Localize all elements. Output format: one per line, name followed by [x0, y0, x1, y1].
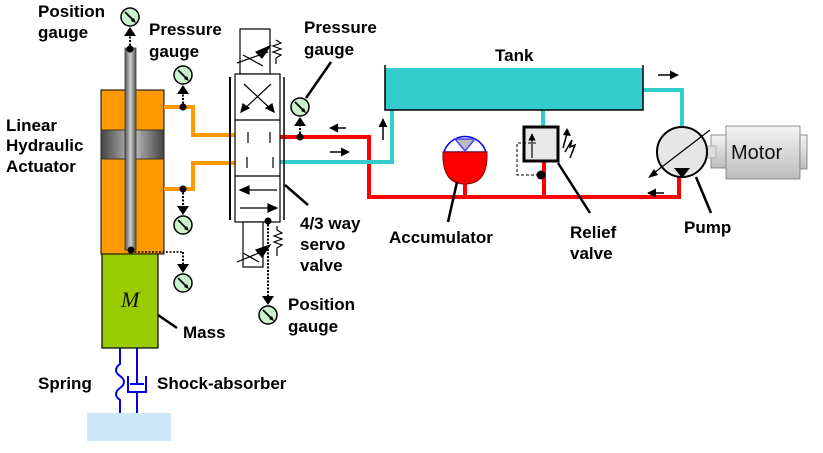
pressure-gauge-lower [173, 189, 193, 235]
position-gauge-bottom [258, 221, 278, 325]
servo-valve [229, 28, 285, 268]
servo-valve-leader [284, 184, 309, 206]
accumulator-leader [446, 181, 459, 223]
actuator-label-line2: Hydraulic [6, 136, 83, 155]
position-gauge-top-label-line2: gauge [38, 23, 88, 42]
accumulator-label: Accumulator [389, 228, 493, 247]
shock-absorber-label: Shock-absorber [157, 374, 287, 393]
relief-valve [516, 125, 577, 176]
pressure-gauge-left [173, 65, 193, 107]
return-lines [273, 88, 684, 164]
pump-leader [694, 176, 713, 214]
position-gauge-mass [131, 251, 193, 293]
pressure-lines [270, 135, 681, 199]
actuator-label-line1: Linear [6, 116, 57, 135]
motor-label: Motor [731, 142, 782, 164]
linear-hydraulic-actuator [100, 45, 165, 255]
ground-block [87, 413, 171, 441]
shock-absorber [127, 347, 147, 413]
mass-leader [157, 313, 178, 330]
spring-label: Spring [38, 374, 92, 393]
position-gauge-top-label-line1: Position [38, 2, 105, 21]
mass-label: Mass [183, 323, 226, 342]
relief-valve-leader [556, 162, 592, 214]
servo-valve-label-line1: 4/3 way [300, 214, 361, 233]
tank [384, 65, 644, 111]
pump-label: Pump [684, 218, 731, 237]
actuator-label-line3: Actuator [6, 157, 76, 176]
pressure-gauge-left-label-line1: Pressure [149, 20, 222, 39]
position-gauge-top [120, 7, 140, 49]
pump [648, 126, 711, 178]
pressure-gauge-right-label-line1: Pressure [304, 18, 377, 37]
accumulator [442, 135, 488, 185]
mass-symbol: M [120, 287, 141, 312]
gauges [120, 7, 310, 325]
position-gauge-bottom-label-line1: Position [288, 295, 355, 314]
pressure-gauge-right [290, 97, 310, 137]
position-gauge-bottom-label-line2: gauge [288, 317, 338, 336]
relief-valve-label-line2: valve [570, 244, 613, 263]
pressure-gauge-left-label-line2: gauge [149, 42, 199, 61]
servo-valve-label-line3: valve [300, 256, 343, 275]
piston-rod [124, 47, 137, 251]
actuator-lines [164, 105, 248, 191]
flow-arrows [329, 70, 679, 198]
tank-label: Tank [495, 46, 534, 65]
pressure-gauge-right-label-line2: gauge [304, 40, 354, 59]
relief-valve-label-line1: Relief [570, 223, 617, 242]
pressure-gauge-right-leader [304, 61, 333, 99]
motor [705, 125, 808, 180]
spring [115, 347, 125, 413]
mass-block [101, 249, 159, 349]
servo-valve-label-line2: servo [300, 235, 345, 254]
